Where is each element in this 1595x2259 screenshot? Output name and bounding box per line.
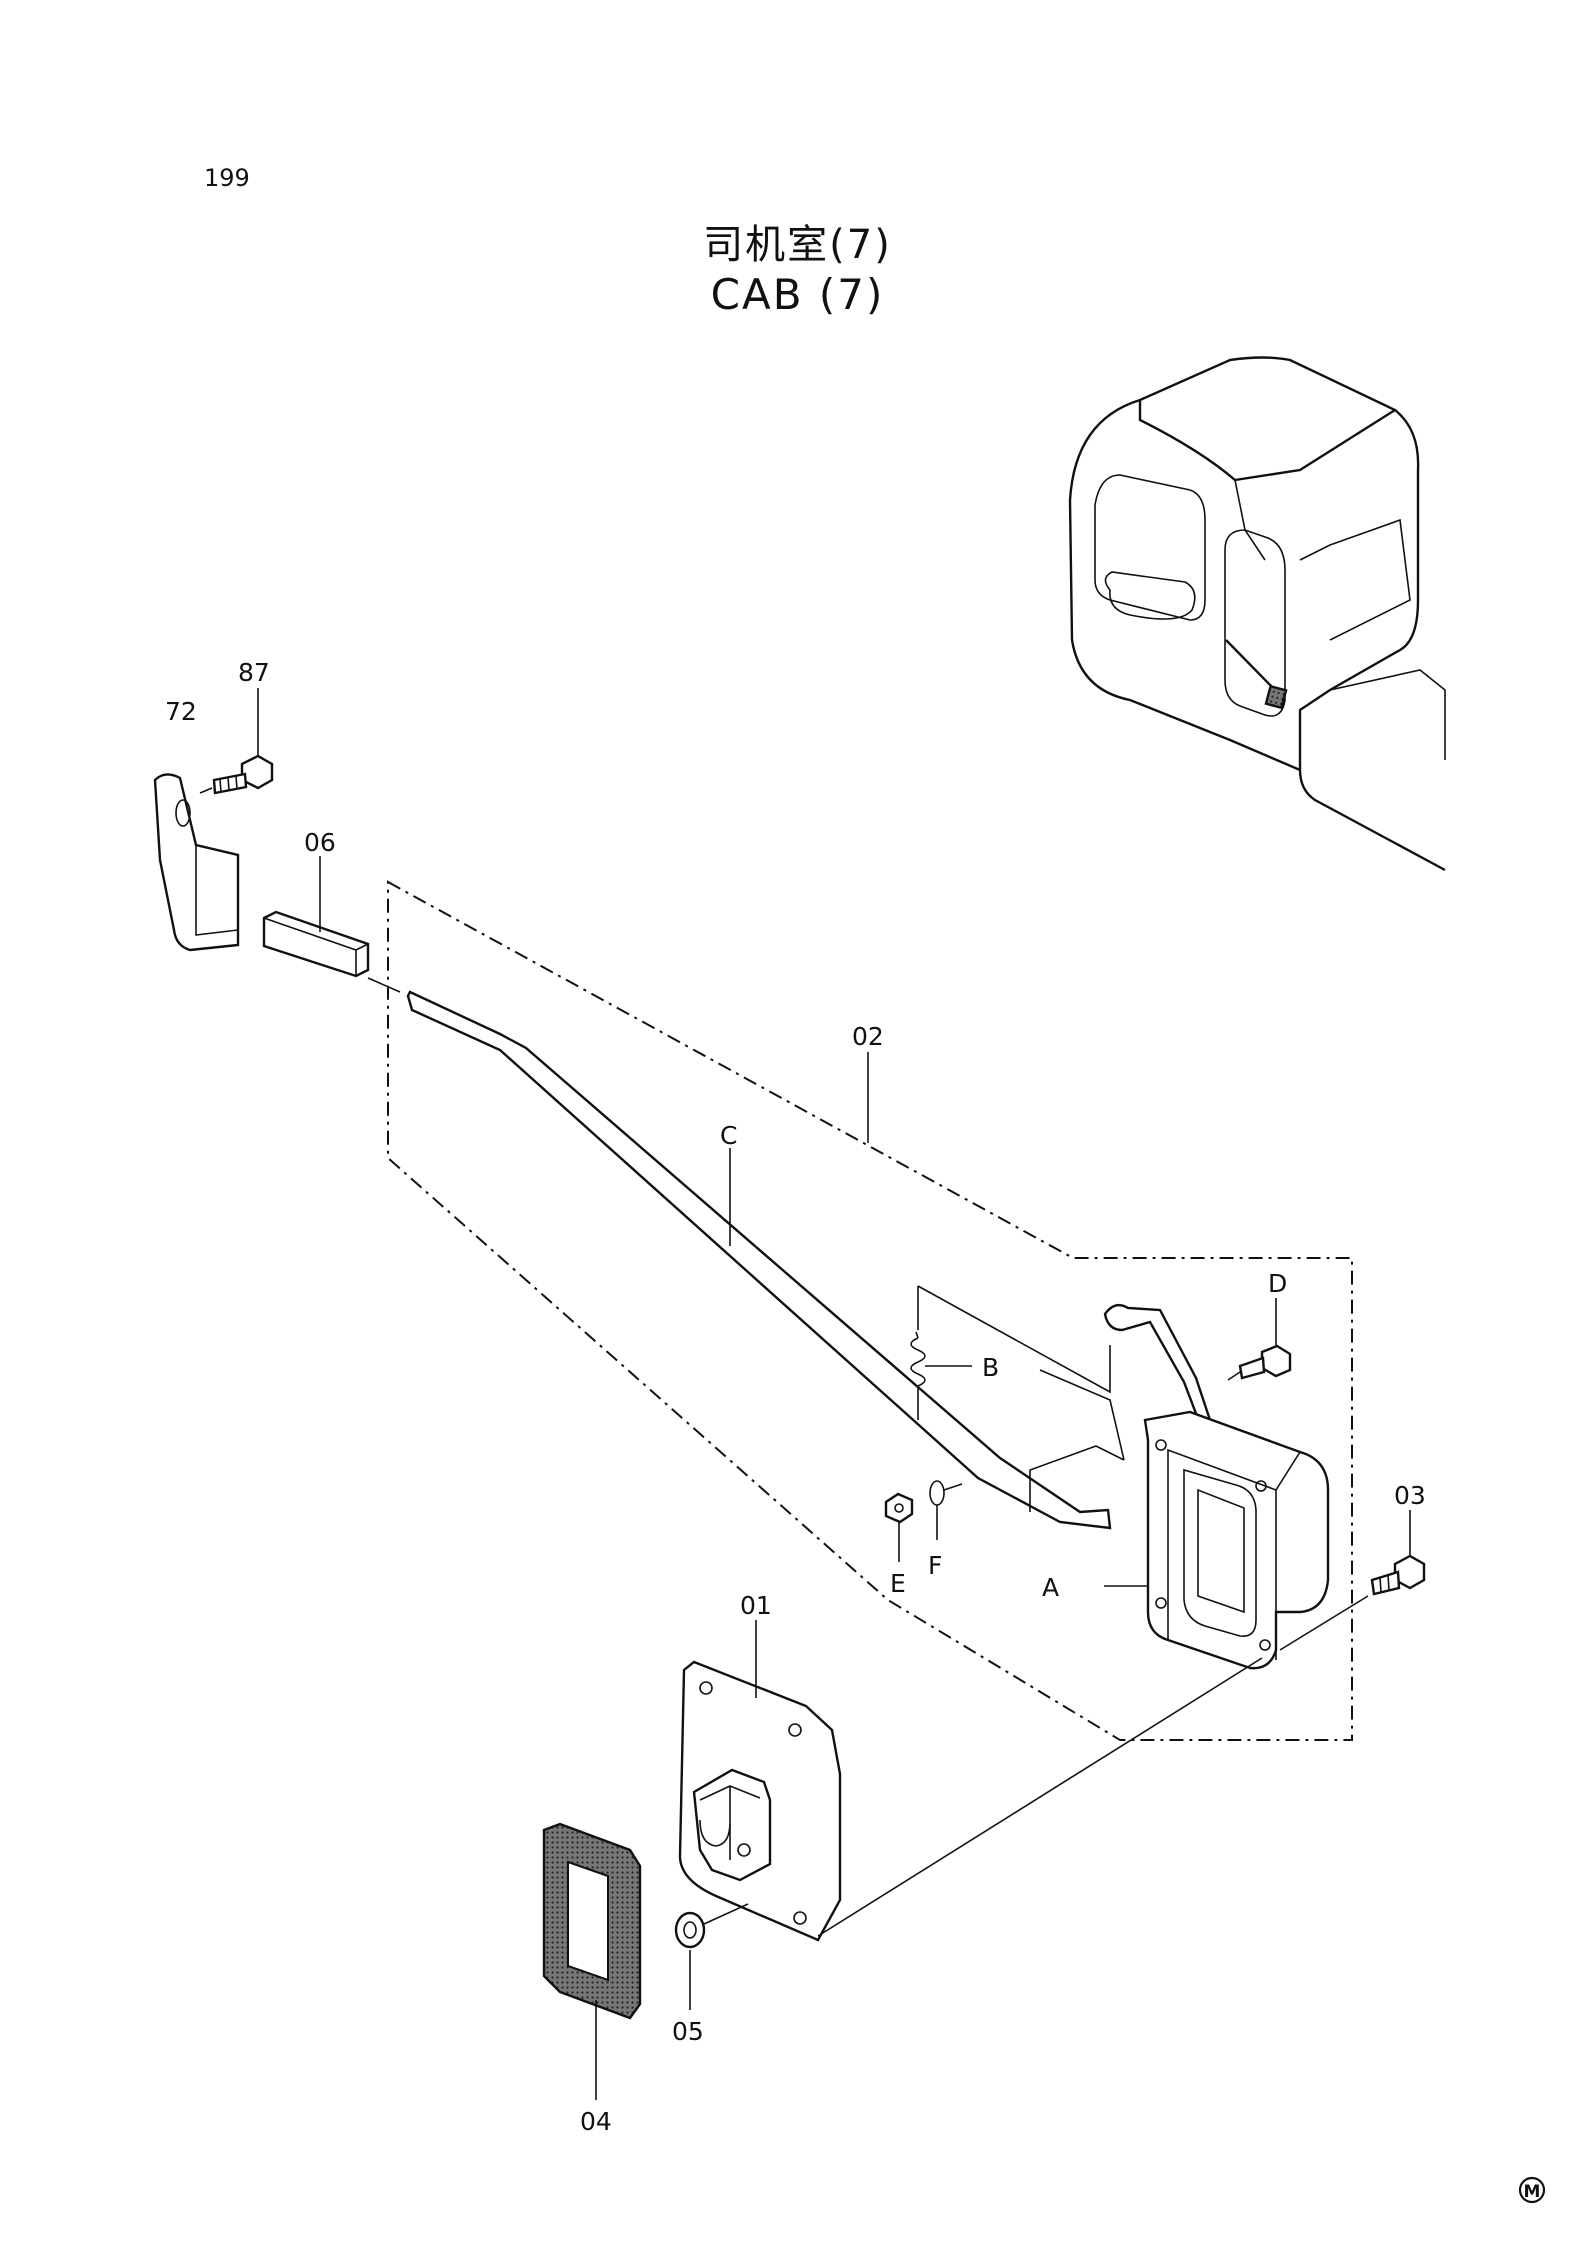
callout-87: 87 xyxy=(238,658,270,687)
callout-05: 05 xyxy=(672,2017,704,2046)
part-d-bolt xyxy=(1227,1298,1292,1381)
callout-e: E xyxy=(890,1569,906,1598)
part-05-nut xyxy=(674,1903,749,2010)
part-e-nut xyxy=(884,1492,914,1562)
callout-a: A xyxy=(1042,1573,1059,1602)
part-f-washer xyxy=(929,1480,963,1540)
title-english: CAB (7) xyxy=(710,270,885,319)
footer-mark-text: M xyxy=(1524,2182,1541,2202)
part-04-seal xyxy=(542,1822,642,2100)
part-01-plate xyxy=(678,1620,1263,1942)
callout-c: C xyxy=(720,1121,737,1150)
part-03-screw xyxy=(1279,1510,1426,1651)
callout-f: F xyxy=(928,1551,942,1580)
callout-d: D xyxy=(1268,1269,1287,1298)
part-06-sleeve xyxy=(262,856,401,993)
callout-04: 04 xyxy=(580,2107,612,2136)
spring-b xyxy=(910,1285,1111,1420)
callout-01: 01 xyxy=(740,1591,772,1620)
circled-m-mark: M xyxy=(1518,2176,1546,2204)
callout-02: 02 xyxy=(852,1022,884,1051)
part-c-lever-rod xyxy=(406,990,1112,1530)
page-number: 199 xyxy=(204,164,250,192)
cab-overview-sketch xyxy=(1068,356,1446,872)
callout-b: B xyxy=(982,1353,999,1382)
part-72-bracket xyxy=(153,773,240,952)
part-a-latch xyxy=(1029,1303,1330,1670)
assembly-02-boundary xyxy=(387,880,1353,1741)
callout-06: 06 xyxy=(304,828,336,857)
callout-03: 03 xyxy=(1394,1481,1426,1510)
title-chinese: 司机室(7) xyxy=(703,222,892,268)
callout-72: 72 xyxy=(165,697,197,726)
part-87-bolt xyxy=(199,688,274,795)
